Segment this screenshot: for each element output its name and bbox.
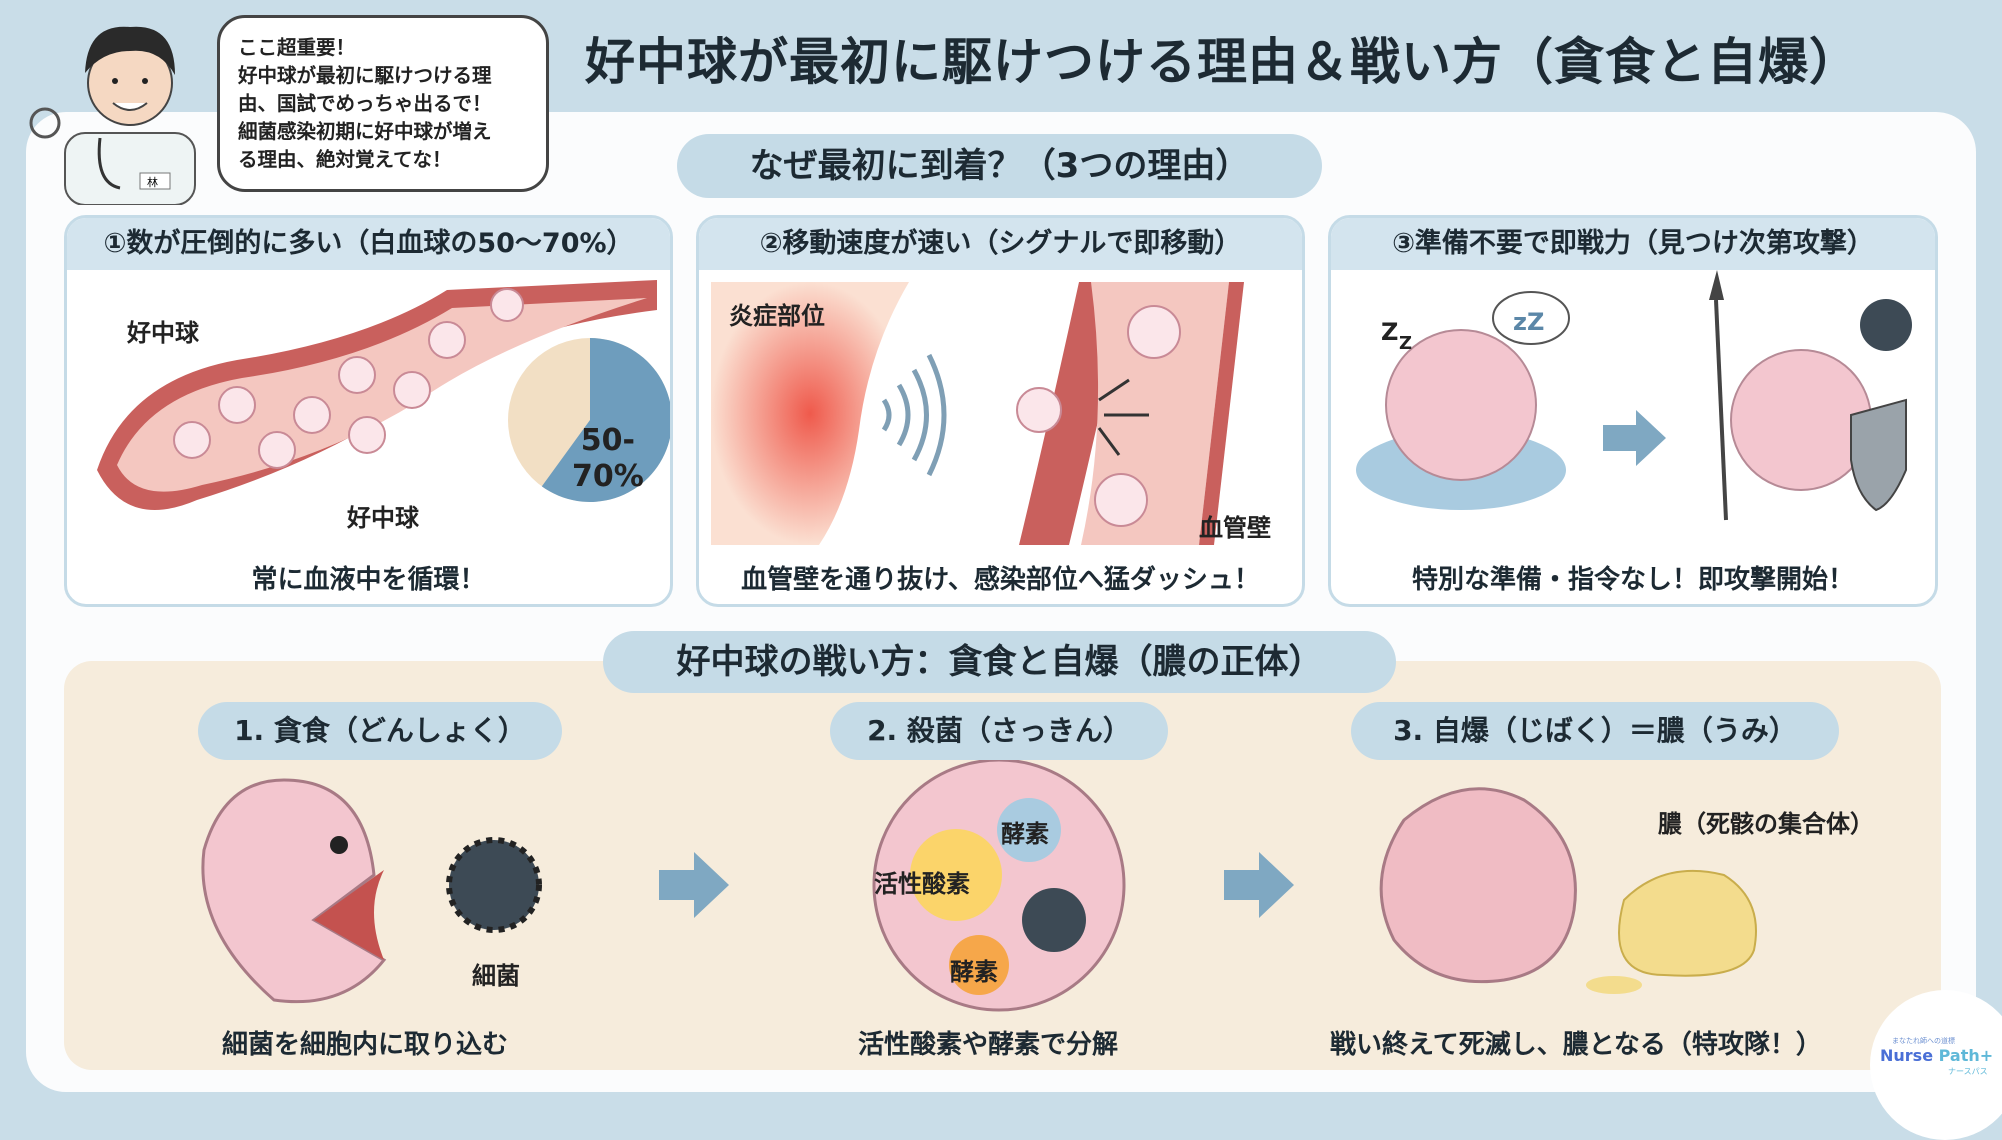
logo-name-a: Nurse	[1880, 1046, 1939, 1065]
tag-pus: 膿（死骸の集合体）	[1658, 810, 1874, 838]
reason-card-count: ①数が圧倒的に多い（白血球の50〜70%） 好中球 好中球 50- 70% 常に…	[64, 215, 673, 607]
arrow-icon	[1224, 852, 1294, 918]
logo-name-b: Path+	[1938, 1046, 1994, 1065]
card-title: ②移動速度が速い（シグナルで即移動）	[699, 218, 1302, 270]
battle-illustration	[201, 760, 1757, 1012]
avatar-badge: 林	[147, 175, 158, 189]
logo-tagline: まなたれ師への道標	[1892, 1037, 1955, 1045]
battle-heading: 好中球の戦い方：貪食と自爆（膿の正体）	[603, 631, 1396, 693]
arrow-icon	[1603, 410, 1666, 466]
card-title: ①数が圧倒的に多い（白血球の50〜70%）	[67, 218, 670, 270]
speech-bubble: ここ超重要！ 好中球が最初に駆けつける理 由、国試でめっちゃ出るで！ 細菌感染初…	[217, 15, 549, 192]
shield-icon	[1850, 398, 1907, 512]
step-caption: 戦い終えて死滅し、膿となる（特攻隊！）	[1330, 1030, 1822, 1060]
sleep-z: Z	[1399, 333, 1413, 354]
tag-enzyme: 酵素	[950, 958, 998, 986]
bacteria-icon	[1860, 299, 1912, 351]
tag-enzyme: 酵素	[1001, 820, 1049, 848]
blood-vessel-illustration	[97, 280, 670, 510]
label-inflammation-site: 炎症部位	[729, 302, 825, 330]
step-phagocytosis: 1. 貪食（どんしょく）	[198, 702, 562, 760]
label-neutrophil: 好中球	[347, 504, 419, 532]
reasons-heading: なぜ最初に到着？（3つの理由）	[677, 134, 1322, 198]
bubble-line: 由、国試でめっちゃ出るで！	[238, 92, 492, 115]
step-self-destruct: 3. 自爆（じばく）＝膿（うみ）	[1351, 702, 1839, 760]
pie-label-line: 50-	[580, 423, 635, 458]
pie-slice-neutrophil	[541, 338, 670, 502]
sleep-zz: zZ	[1513, 308, 1545, 336]
sleeping-cell-icon	[1385, 329, 1537, 481]
card-caption: 血管壁を通り抜け、感染部位へ猛ダッシュ！	[741, 565, 1260, 595]
bubble-line: 好中球が最初に駆けつける理	[238, 64, 492, 87]
tag-bacteria: 細菌	[472, 962, 520, 990]
dying-cell-icon	[1379, 787, 1577, 984]
reason-card-speed: ②移動速度が速い（シグナルで即移動） 炎症部位 血管壁 血管壁を通り抜け、感染部…	[696, 215, 1305, 607]
step-caption: 活性酸素や酵素で分解	[858, 1030, 1119, 1060]
step-killing: 2. 殺菌（さっきん）	[830, 702, 1168, 760]
sleep-z: Z	[1381, 318, 1399, 346]
bacteria-icon	[1022, 888, 1086, 952]
bubble-line: る理由、絶対覚えてな！	[238, 148, 452, 171]
step-caption: 細菌を細胞内に取り込む	[222, 1030, 509, 1060]
label-vessel-wall: 血管壁	[1199, 514, 1271, 542]
ready-to-fight-illustration	[1356, 270, 1912, 521]
migration-illustration	[711, 282, 1244, 545]
pie-label: 50- 70%	[572, 423, 644, 495]
card-caption: 特別な準備・指令なし！即攻撃開始！	[1411, 565, 1854, 595]
bubble-line: 細菌感染初期に好中球が増え	[238, 120, 492, 143]
pie-label-line: 70%	[572, 459, 644, 494]
bacteria-icon	[446, 837, 542, 933]
doctor-avatar: 林	[29, 26, 196, 205]
neutrophil-eating-icon	[201, 778, 387, 1004]
logo-name: Nurse Path+	[1880, 1046, 1993, 1065]
logo-kana: ナースパス	[1948, 1067, 1988, 1076]
reason-card-ready: ③準備不要で即戦力（見つけ次第攻撃） Z Z zZ 特別な準備・指令なし！即攻撃…	[1328, 215, 1938, 607]
page-title: 好中球が最初に駆けつける理由＆戦い方（貪食と自爆）	[585, 33, 1860, 91]
pus-icon	[1618, 869, 1757, 977]
nurse-path-logo: まなたれ師への道標 Nurse Path+ ナースパス	[1870, 990, 2002, 1140]
arrow-icon	[659, 852, 729, 918]
card-caption: 常に血液中を循環！	[251, 565, 486, 595]
label-neutrophil: 好中球	[127, 319, 199, 347]
card-title: ③準備不要で即戦力（見つけ次第攻撃）	[1331, 218, 1935, 270]
tag-reactive-oxygen: 活性酸素	[874, 870, 970, 898]
bubble-line: ここ超重要！	[238, 36, 356, 59]
